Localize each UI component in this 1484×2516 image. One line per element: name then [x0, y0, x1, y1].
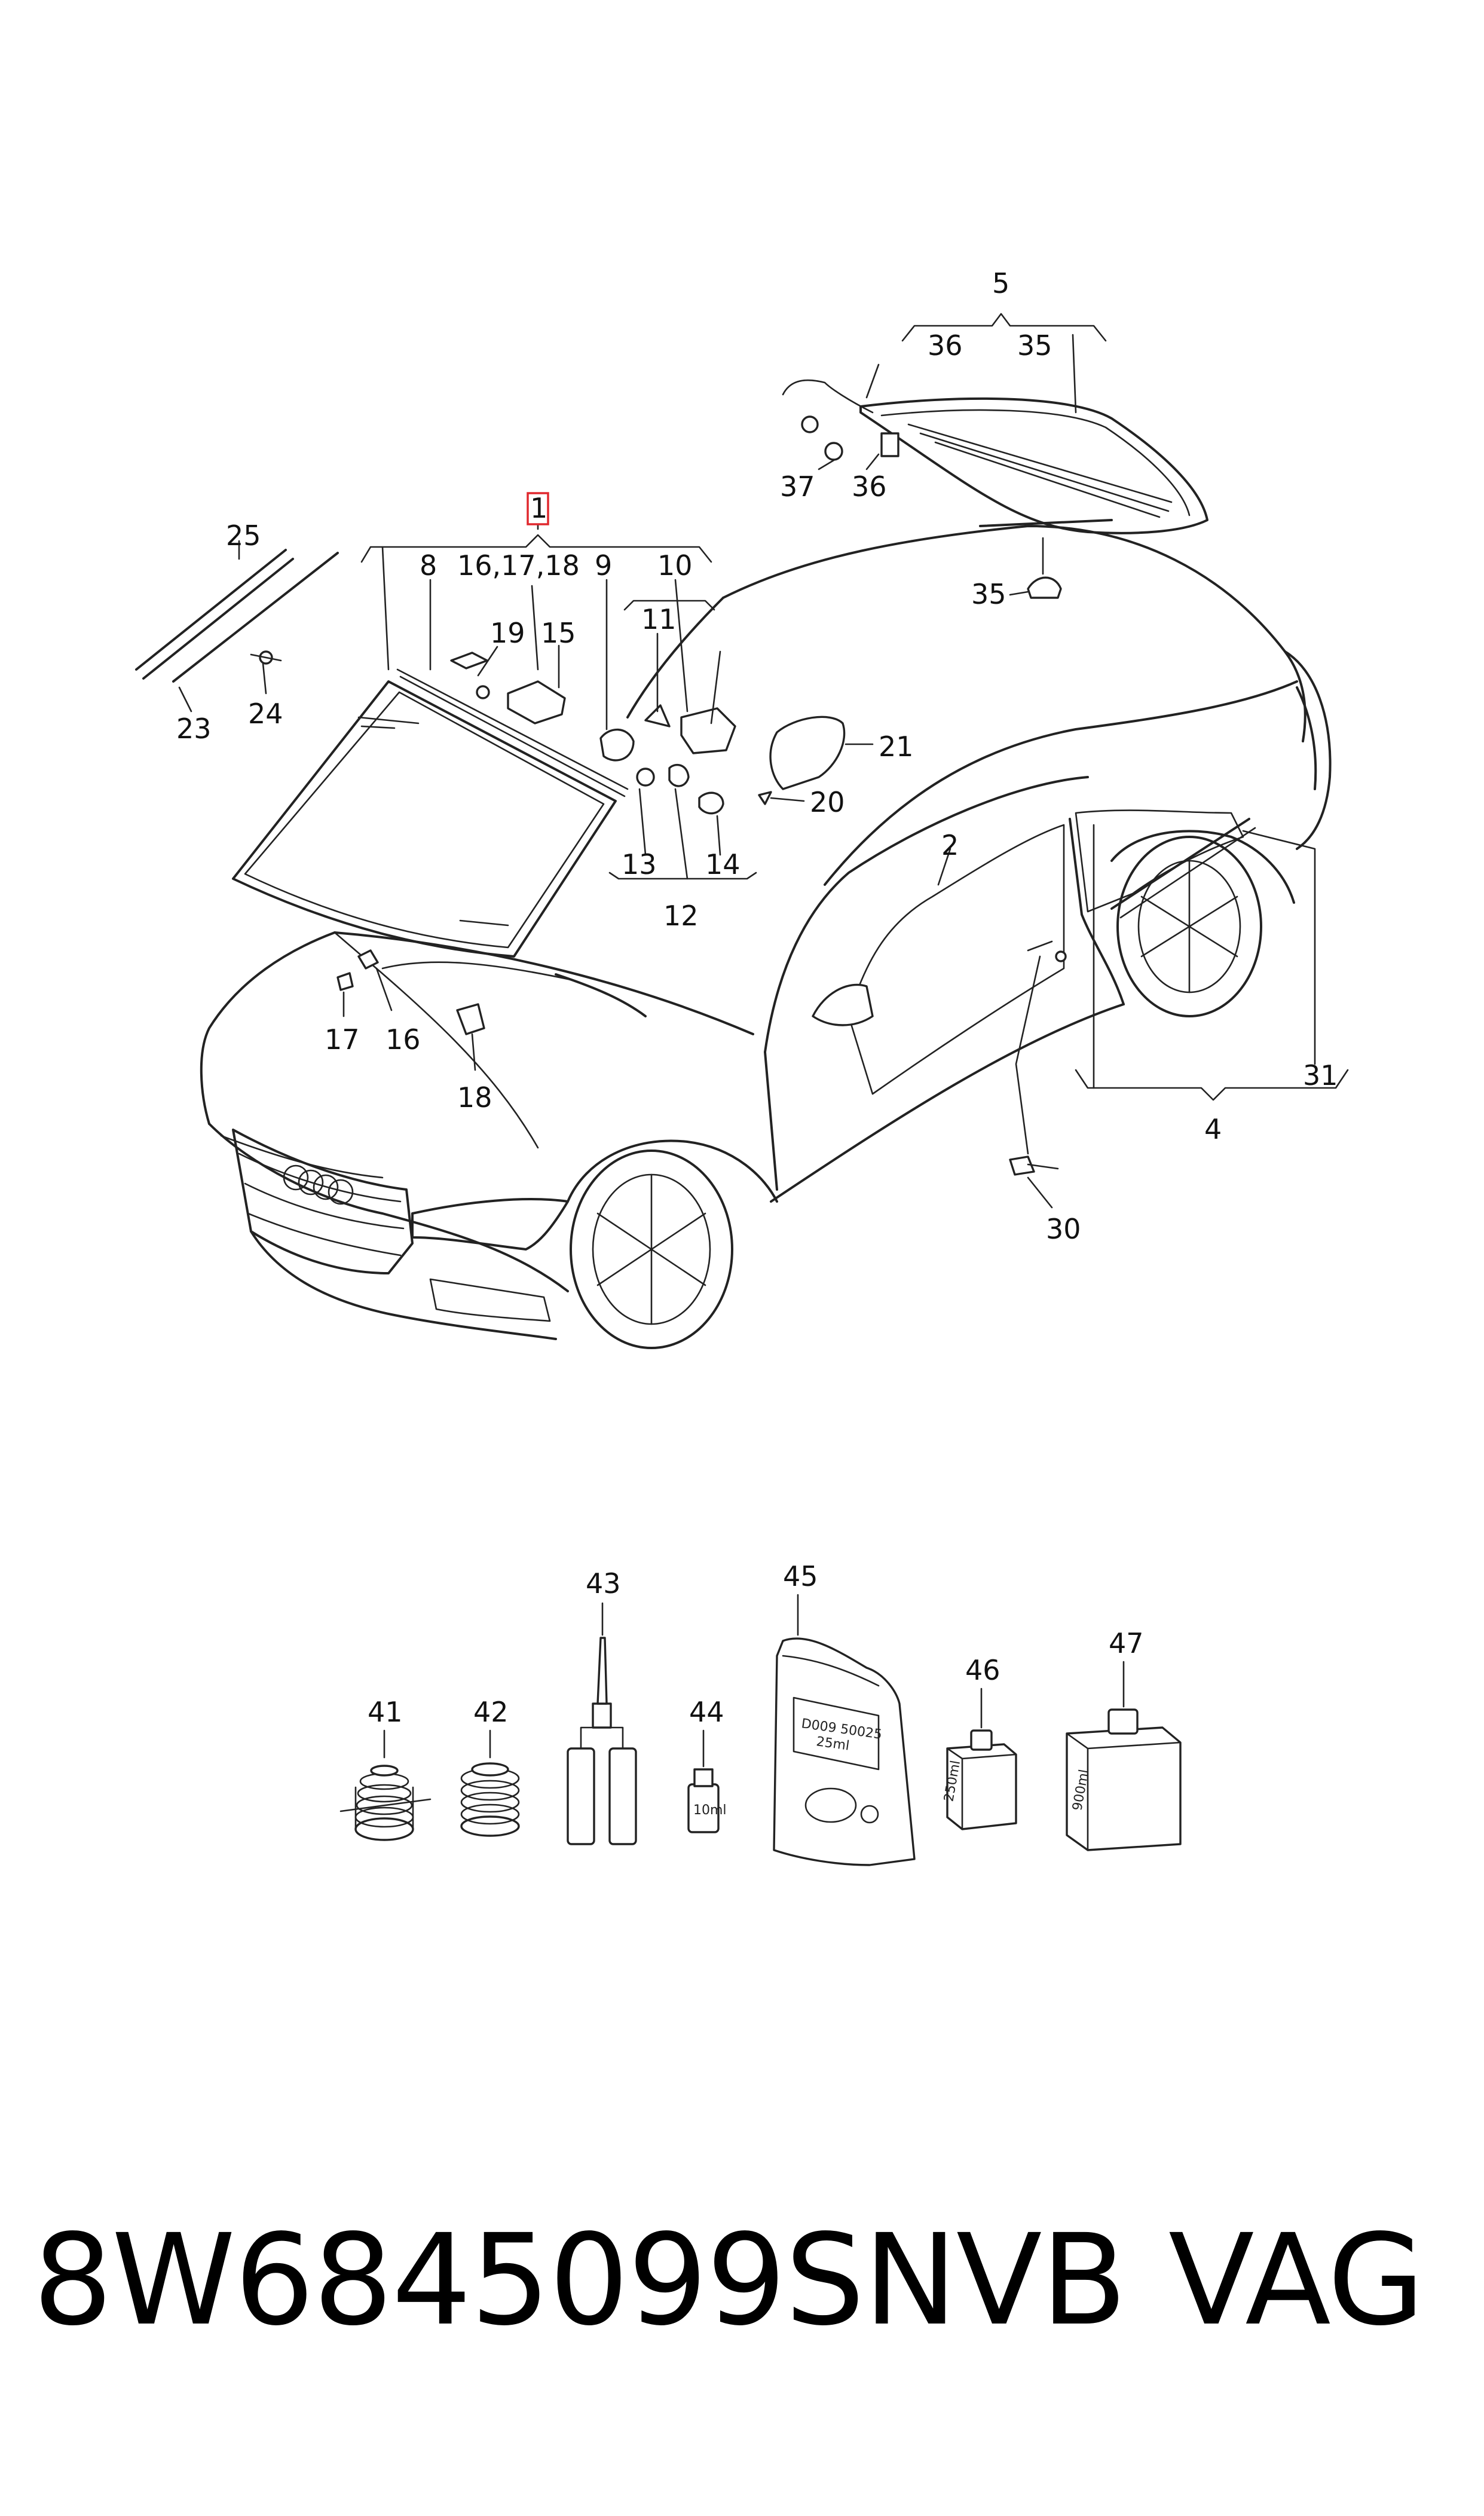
part-number-footer: 8W6845099SNVB VAG: [0, 2212, 1484, 2349]
leader-lines: [178, 313, 1349, 1209]
small-parts: [336, 442, 1256, 1176]
callout-10: 10: [657, 549, 693, 582]
callout-11: 11: [641, 603, 677, 635]
callout-21: 21: [879, 730, 914, 763]
callout-25: 25: [226, 519, 261, 552]
roof-strips: [135, 549, 339, 683]
brand-name: VAG: [1168, 2207, 1425, 2353]
callout-45: 45: [783, 1560, 818, 1592]
callout-16: 16: [385, 1023, 421, 1056]
callout-16-17-18: 16,17,18: [457, 549, 580, 582]
car-body-illustration: [200, 519, 1332, 1349]
callout-14: 14: [705, 848, 741, 881]
callout-5: 5: [992, 267, 1009, 299]
callout-15: 15: [541, 617, 576, 649]
callout-35: 35: [971, 578, 1006, 610]
callout-2: 2: [941, 829, 959, 861]
callout-41: 41: [368, 1696, 403, 1728]
consumables-row: 41 42 43 10ml 44: [339, 1560, 1182, 1866]
callout-18: 18: [457, 1081, 492, 1114]
bottle-44: 10ml 44: [687, 1696, 727, 1833]
bottle-46: 250ml 46: [941, 1654, 1017, 1830]
rear-window-part: [782, 379, 1208, 534]
dual-cartridge-43: 43: [567, 1567, 637, 1845]
callout-36-top: 36: [928, 329, 963, 362]
callout-31: 31: [1303, 1059, 1338, 1092]
callout-19: 19: [490, 617, 525, 649]
callout-46: 46: [965, 1654, 1000, 1686]
audi-rings-logo: [283, 1164, 354, 1205]
exploded-parts-diagram: 1 2 4 5 8 9 10 11 12 13 14 15 16,17,18 1…: [135, 267, 1349, 1866]
callout-1-highlight: [527, 492, 549, 525]
windscreen-part: [232, 668, 647, 1017]
bag-45: D009 50025 25ml 45: [773, 1560, 916, 1866]
callout-24: 24: [248, 698, 283, 730]
part-number: 8W6845099SNVB: [33, 2207, 1127, 2353]
callout-35-top: 35: [1017, 329, 1052, 362]
callout-23: 23: [176, 713, 212, 745]
callout-4: 4: [1204, 1113, 1222, 1145]
callout-13: 13: [622, 848, 657, 881]
callout-36: 36: [852, 470, 887, 503]
callout-47: 47: [1109, 1627, 1144, 1659]
callout-17: 17: [325, 1023, 360, 1056]
callout-12: 12: [663, 900, 699, 932]
callout-43: 43: [586, 1567, 621, 1600]
callout-30: 30: [1046, 1213, 1081, 1245]
callout-44: 44: [689, 1696, 724, 1728]
bottle-47: 900ml 47: [1066, 1627, 1182, 1851]
callout-8: 8: [420, 549, 437, 582]
sealing-bead-41: 41: [339, 1696, 432, 1841]
callout-37: 37: [780, 470, 815, 503]
callout-1: 1: [530, 492, 547, 524]
callout-42: 42: [473, 1696, 509, 1728]
callout-9: 9: [595, 549, 612, 582]
callout-labels: 1 2 4 5 8 9 10 11 12 13 14 15 16,17,18 1…: [176, 267, 1338, 1245]
bottle-44-label: 10ml: [693, 1803, 727, 1818]
coil-42: 42: [460, 1696, 520, 1837]
callout-20: 20: [810, 786, 845, 818]
